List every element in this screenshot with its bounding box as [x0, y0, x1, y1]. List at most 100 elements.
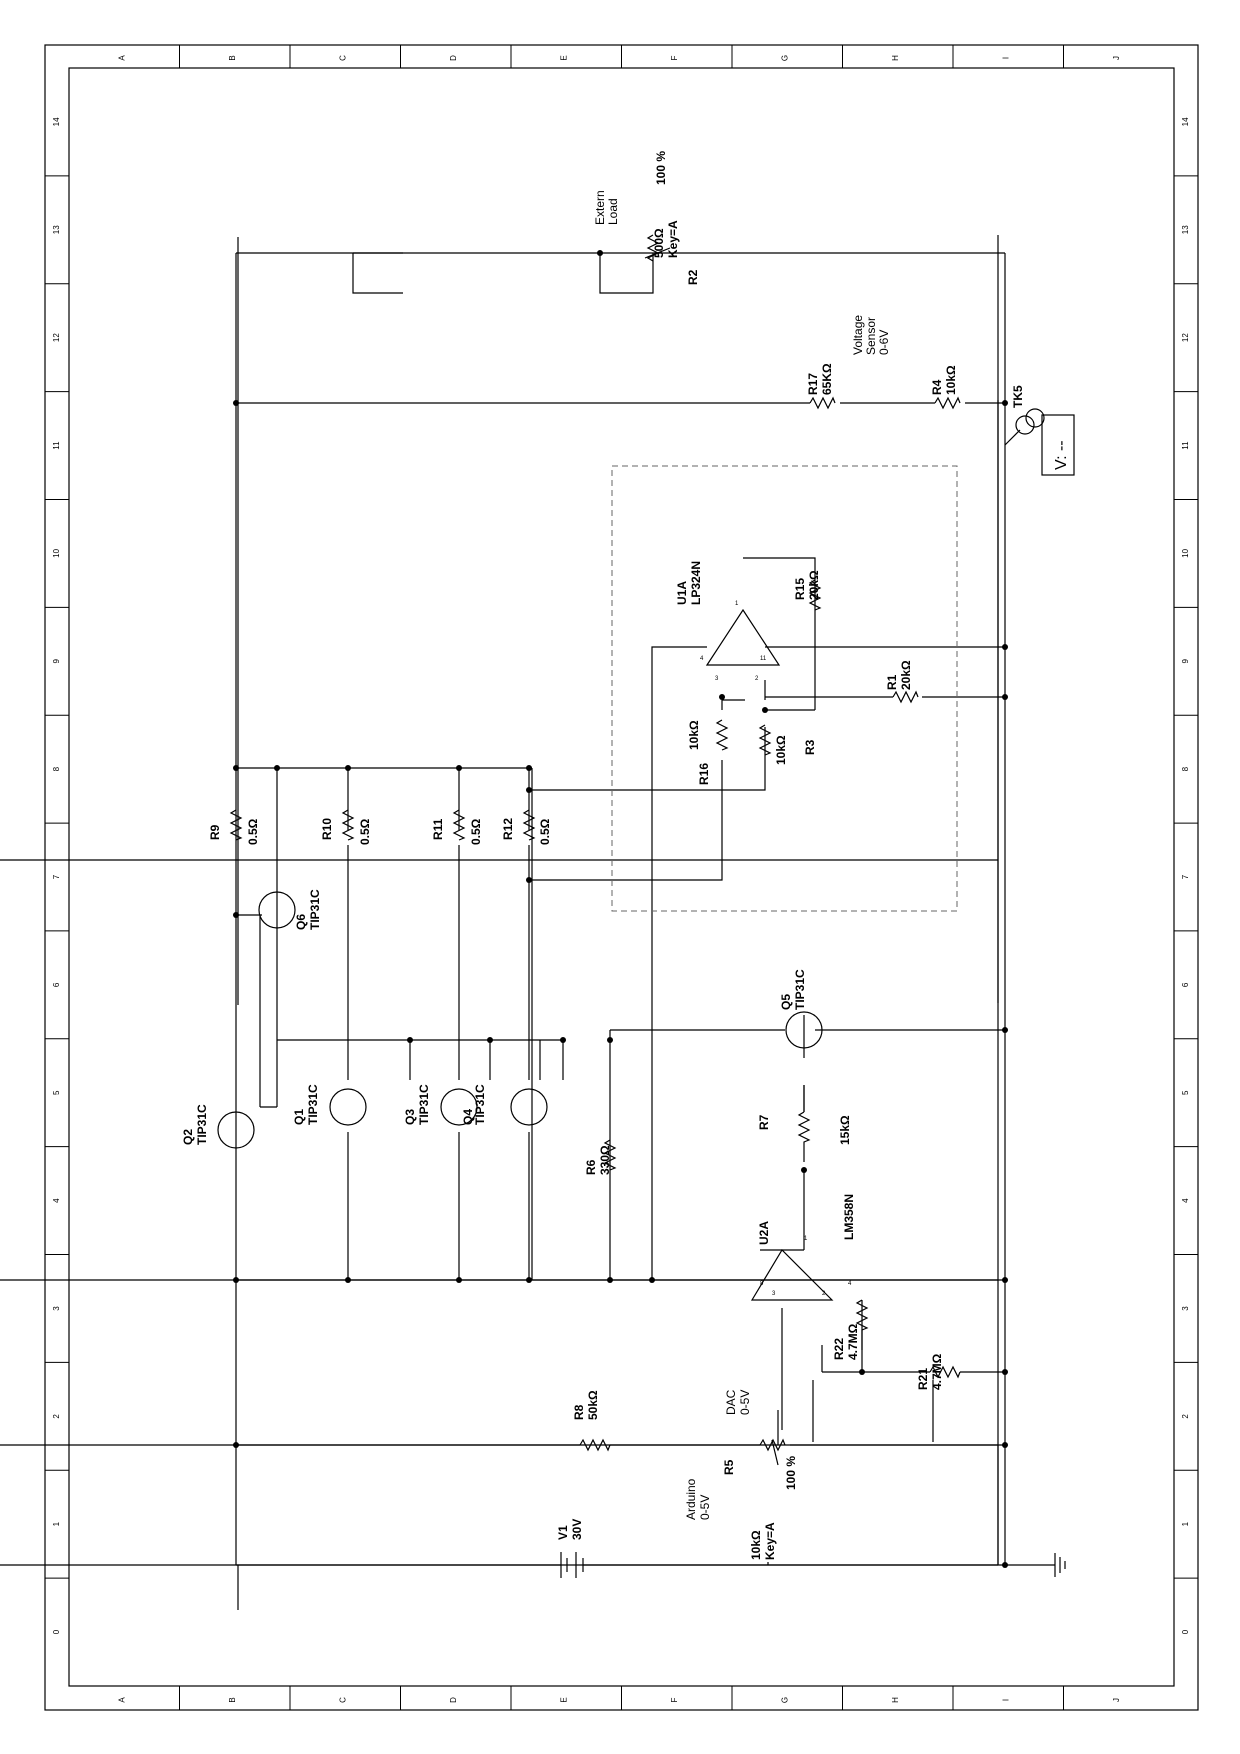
r2-symbol — [646, 234, 660, 262]
svg-text:Q2: Q2 — [181, 1129, 195, 1145]
svg-text:R11: R11 — [431, 818, 445, 840]
resistors — [229, 234, 961, 1466]
svg-text:TIP31C: TIP31C — [793, 969, 807, 1010]
zone-row-6: 6 — [52, 982, 61, 987]
svg-text:10kΩ: 10kΩ — [944, 365, 958, 395]
zone-col-I: I — [1001, 57, 1010, 59]
svg-text:R2: R2 — [686, 269, 700, 285]
zone-col-H: H — [891, 1697, 900, 1703]
u2a-part-label: LM358N — [842, 1194, 856, 1240]
q2-symbol — [217, 1111, 255, 1149]
q1-label: Q1 TIP31C — [292, 1084, 320, 1125]
q5-label: Q5 TIP31C — [779, 969, 807, 1010]
svg-text:0-6V: 0-6V — [877, 330, 891, 355]
r16-label: R16 — [697, 763, 711, 785]
svg-text:TIP31C: TIP31C — [306, 1084, 320, 1125]
svg-text:R15: R15 — [793, 578, 807, 600]
r9-label: R9 — [208, 824, 222, 840]
dashed-subcircuit-box — [611, 465, 958, 912]
opamp-u1a — [705, 608, 781, 666]
zone-col-I: I — [1001, 1699, 1010, 1701]
r2-value-label: 500Ω Key=A — [652, 220, 680, 258]
r5-symbol — [759, 1438, 786, 1452]
zone-row-1: 1 — [52, 1521, 61, 1526]
svg-text:R5: R5 — [722, 1459, 736, 1475]
junctions — [233, 250, 1008, 1568]
zone-row-3: 3 — [1181, 1306, 1190, 1311]
svg-text:4.7MΩ: 4.7MΩ — [846, 1323, 860, 1360]
svg-text:Q4: Q4 — [461, 1109, 475, 1125]
r9-value-label: 0.5Ω — [246, 818, 260, 845]
svg-text:Q5: Q5 — [779, 994, 793, 1010]
r4-symbol — [934, 396, 961, 410]
svg-text:R21: R21 — [916, 1368, 930, 1390]
svg-text:R16: R16 — [697, 763, 711, 785]
r15-label: R15 20kΩ — [793, 570, 821, 600]
svg-text:R22: R22 — [832, 1338, 846, 1360]
q5-symbol — [785, 1011, 823, 1049]
zone-row-12: 12 — [1181, 333, 1190, 342]
svg-text:0.5Ω: 0.5Ω — [469, 818, 483, 845]
svg-text:DAC: DAC — [724, 1389, 738, 1415]
r3-label: R3 — [803, 739, 817, 755]
svg-text:20kΩ: 20kΩ — [807, 570, 821, 600]
r5-label: R5 — [722, 1459, 736, 1475]
zone-row-0: 0 — [52, 1629, 61, 1634]
r17-symbol — [809, 396, 836, 410]
svg-text:3: 3 — [715, 676, 719, 682]
svg-text:0-5V: 0-5V — [698, 1495, 712, 1520]
svg-text:TIP31C: TIP31C — [195, 1104, 209, 1145]
transistors — [217, 891, 823, 1149]
r5-wiper — [771, 1439, 779, 1466]
r10-label: R10 — [320, 818, 334, 840]
svg-text:R10: R10 — [320, 818, 334, 840]
r15-symbol — [808, 579, 822, 611]
probe-display-box — [1041, 414, 1075, 476]
svg-text:30V: 30V — [570, 1519, 584, 1540]
zone-row-3: 3 — [52, 1306, 61, 1311]
zone-row-2: 2 — [52, 1414, 61, 1419]
svg-text:R12: R12 — [501, 818, 515, 840]
zone-col-A: A — [117, 1697, 126, 1703]
svg-text:4.7MΩ: 4.7MΩ — [930, 1353, 944, 1390]
svg-text:0.5Ω: 0.5Ω — [246, 818, 260, 845]
svg-text:Q1: Q1 — [292, 1109, 306, 1125]
r2-label: R2 — [686, 269, 700, 285]
zone-col-E: E — [559, 1697, 568, 1702]
u1a-label: U1A LP324N — [675, 561, 703, 605]
r11-value-label: 0.5Ω — [469, 818, 483, 845]
r2-percent-label: 100 % — [654, 151, 668, 185]
svg-text:TIP31C: TIP31C — [473, 1084, 487, 1125]
svg-text:TK5: TK5 — [1011, 385, 1025, 408]
svg-text:Q3: Q3 — [403, 1109, 417, 1125]
svg-text:R3: R3 — [803, 739, 817, 755]
svg-text:V1: V1 — [556, 1525, 570, 1540]
svg-text:10kΩ: 10kΩ — [687, 720, 701, 750]
zone-col-F: F — [670, 1697, 679, 1702]
probe-tk5 — [1004, 408, 1075, 476]
zone-row-12: 12 — [52, 333, 61, 342]
tk5-label: TK5 — [1011, 385, 1025, 408]
zone-col-D: D — [449, 55, 458, 61]
r9-symbol — [229, 809, 243, 841]
zone-col-J: J — [1112, 1698, 1121, 1702]
q4-label: TIP31C — [473, 1084, 487, 1125]
r5-percent-label: 100 % — [784, 1456, 798, 1490]
zone-row-7: 7 — [52, 874, 61, 879]
zone-row-1: 1 — [1181, 1521, 1190, 1526]
svg-text:R8: R8 — [572, 1404, 586, 1420]
svg-text:V: --: V: -- — [1053, 440, 1070, 470]
zone-row-8: 8 — [1181, 766, 1190, 771]
r10-symbol — [341, 809, 355, 841]
svg-text:10kΩ: 10kΩ — [749, 1530, 763, 1560]
load-label: Extern Load — [593, 190, 620, 225]
r6-symbol — [603, 1139, 617, 1171]
r17-label: R17 65KΩ — [806, 363, 834, 395]
svg-text:U2A: U2A — [757, 1221, 771, 1245]
r22-label: R22 4.7MΩ — [832, 1323, 860, 1360]
zone-row-4: 4 — [52, 1198, 61, 1203]
svg-text:R4: R4 — [930, 379, 944, 395]
svg-text:Key=A: Key=A — [666, 220, 680, 258]
